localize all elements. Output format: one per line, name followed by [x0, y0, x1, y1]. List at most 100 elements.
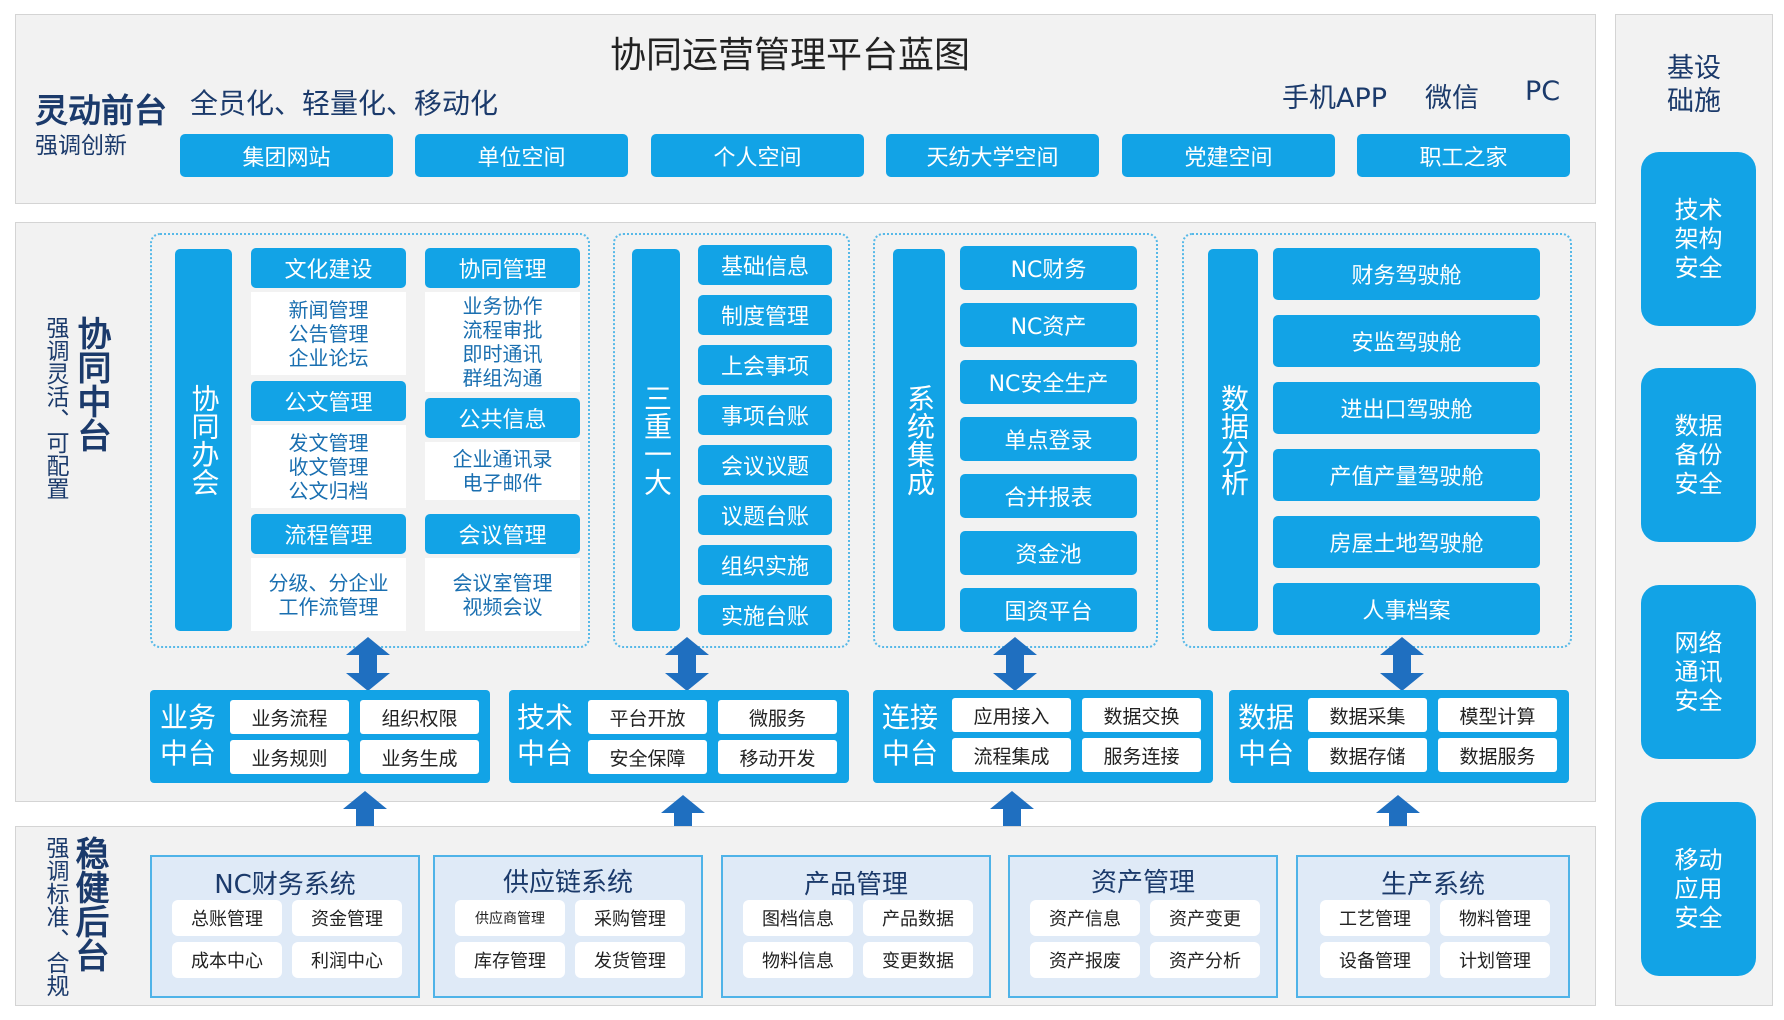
system-item[interactable]: 单点登录: [960, 417, 1137, 461]
group-list-docs: 发文管理 收文管理 公文归档: [251, 425, 406, 508]
back-cell[interactable]: 图档信息: [743, 900, 853, 936]
dashboard-safety[interactable]: 安监驾驶舱: [1273, 315, 1540, 367]
dashboard-import-export[interactable]: 进出口驾驶舱: [1273, 382, 1540, 434]
list-item: 分级、分企业: [268, 570, 389, 595]
sanzhong-item[interactable]: 议题台账: [698, 495, 832, 535]
infra-tech-security[interactable]: 技术架构安全: [1641, 152, 1756, 326]
group-list-culture: 新闻管理 公告管理 企业论坛: [251, 292, 406, 375]
back-cell[interactable]: 采购管理: [575, 900, 685, 936]
system-label[interactable]: 系统集成: [893, 249, 945, 631]
back-cell[interactable]: 物料信息: [743, 942, 853, 978]
back-cell[interactable]: 资产报废: [1030, 942, 1140, 978]
back-cell[interactable]: 供应商管理: [455, 900, 565, 936]
dashboard-finance[interactable]: 财务驾驶舱: [1273, 248, 1540, 300]
back-system-title: 资产管理: [1090, 868, 1195, 898]
list-item: 公告管理: [288, 321, 369, 346]
back-cell[interactable]: 物料管理: [1440, 900, 1550, 936]
back-cell[interactable]: 变更数据: [863, 942, 973, 978]
back-system-title: 供应链系统: [502, 868, 633, 898]
list-item: 会议室管理: [452, 570, 553, 595]
sanzhong-item[interactable]: 会议议题: [698, 445, 832, 485]
platform-cell[interactable]: 流程集成: [952, 738, 1071, 772]
group-header-docs[interactable]: 公文管理: [251, 381, 406, 421]
portal-staff-home[interactable]: 职工之家: [1357, 134, 1570, 177]
list-item: 发文管理: [288, 430, 369, 455]
portal-university-space[interactable]: 天纺大学空间: [886, 134, 1099, 177]
back-cell[interactable]: 成本中心: [172, 942, 282, 978]
group-header-meeting[interactable]: 会议管理: [425, 514, 580, 554]
back-cell[interactable]: 利润中心: [292, 942, 402, 978]
office-label[interactable]: 协同办会: [175, 249, 232, 631]
group-list-meeting: 会议室管理 视频会议: [425, 558, 580, 631]
system-item[interactable]: 合并报表: [960, 474, 1137, 518]
list-item: 新闻管理: [288, 297, 369, 322]
back-cell[interactable]: 总账管理: [172, 900, 282, 936]
system-item[interactable]: NC安全生产: [960, 360, 1137, 404]
back-cell[interactable]: 资产分析: [1150, 942, 1260, 978]
front-slogan: 全员化、轻量化、移动化: [190, 87, 499, 120]
infra-network-security[interactable]: 网络通讯安全: [1641, 585, 1756, 759]
platform-cell[interactable]: 微服务: [718, 700, 837, 734]
platform-cell[interactable]: 数据交换: [1082, 698, 1201, 732]
sanzhong-label[interactable]: 三重一大: [632, 249, 680, 631]
sanzhong-item[interactable]: 组织实施: [698, 545, 832, 585]
double-arrow-icon: [346, 637, 390, 691]
platform-cell[interactable]: 数据采集: [1308, 698, 1427, 732]
channel-pc: PC: [1525, 76, 1561, 107]
platform-cell[interactable]: 业务生成: [360, 740, 479, 774]
portal-personal-space[interactable]: 个人空间: [651, 134, 864, 177]
list-item: 流程审批: [462, 318, 543, 342]
platform-cell[interactable]: 数据服务: [1438, 738, 1557, 772]
infra-title: 基设础施: [1667, 53, 1721, 117]
sanzhong-item[interactable]: 实施台账: [698, 595, 832, 635]
system-item[interactable]: NC资产: [960, 303, 1137, 347]
infra-mobile-security[interactable]: 移动应用安全: [1641, 802, 1756, 976]
system-item[interactable]: 国资平台: [960, 588, 1137, 632]
dashboard-property[interactable]: 房屋土地驾驶舱: [1273, 516, 1540, 568]
double-arrow-icon: [993, 637, 1037, 691]
platform-cell[interactable]: 数据存储: [1308, 738, 1427, 772]
double-arrow-icon: [1380, 637, 1424, 691]
platform-cell[interactable]: 移动开发: [718, 740, 837, 774]
dashboard-hr[interactable]: 人事档案: [1273, 583, 1540, 635]
platform-cell[interactable]: 服务连接: [1082, 738, 1201, 772]
list-item: 视频会议: [462, 594, 543, 619]
sanzhong-item[interactable]: 制度管理: [698, 295, 832, 335]
back-cell[interactable]: 发货管理: [575, 942, 685, 978]
back-cell[interactable]: 设备管理: [1320, 942, 1430, 978]
platform-cell[interactable]: 组织权限: [360, 700, 479, 734]
analysis-label[interactable]: 数据分析: [1208, 249, 1258, 631]
sanzhong-item[interactable]: 事项台账: [698, 395, 832, 435]
platform-cell[interactable]: 业务流程: [230, 700, 349, 734]
channel-wechat: 微信: [1425, 83, 1479, 114]
list-item: 群组沟通: [462, 366, 543, 390]
group-header-culture[interactable]: 文化建设: [251, 248, 406, 288]
group-header-public[interactable]: 公共信息: [425, 398, 580, 438]
system-item[interactable]: NC财务: [960, 246, 1137, 290]
back-system-title: 生产系统: [1380, 870, 1485, 900]
sanzhong-item[interactable]: 基础信息: [698, 245, 832, 285]
platform-cell[interactable]: 模型计算: [1438, 698, 1557, 732]
back-subtitle: 强调标准、合规: [42, 836, 68, 997]
back-cell[interactable]: 资金管理: [292, 900, 402, 936]
portal-party-space[interactable]: 党建空间: [1122, 134, 1335, 177]
infra-data-security[interactable]: 数据备份安全: [1641, 368, 1756, 542]
back-cell[interactable]: 产品数据: [863, 900, 973, 936]
group-header-process[interactable]: 流程管理: [251, 514, 406, 554]
platform-cell[interactable]: 业务规则: [230, 740, 349, 774]
dashboard-output[interactable]: 产值产量驾驶舱: [1273, 449, 1540, 501]
platform-cell[interactable]: 安全保障: [588, 740, 707, 774]
group-header-collab[interactable]: 协同管理: [425, 248, 580, 288]
system-item[interactable]: 资金池: [960, 531, 1137, 575]
back-cell[interactable]: 资产变更: [1150, 900, 1260, 936]
sanzhong-item[interactable]: 上会事项: [698, 345, 832, 385]
portal-group-website[interactable]: 集团网站: [180, 134, 393, 177]
back-cell[interactable]: 资产信息: [1030, 900, 1140, 936]
back-cell[interactable]: 工艺管理: [1320, 900, 1430, 936]
platform-cell[interactable]: 平台开放: [588, 700, 707, 734]
list-item: 公文归档: [288, 478, 369, 503]
portal-unit-space[interactable]: 单位空间: [415, 134, 628, 177]
platform-cell[interactable]: 应用接入: [952, 698, 1071, 732]
back-cell[interactable]: 库存管理: [455, 942, 565, 978]
back-cell[interactable]: 计划管理: [1440, 942, 1550, 978]
